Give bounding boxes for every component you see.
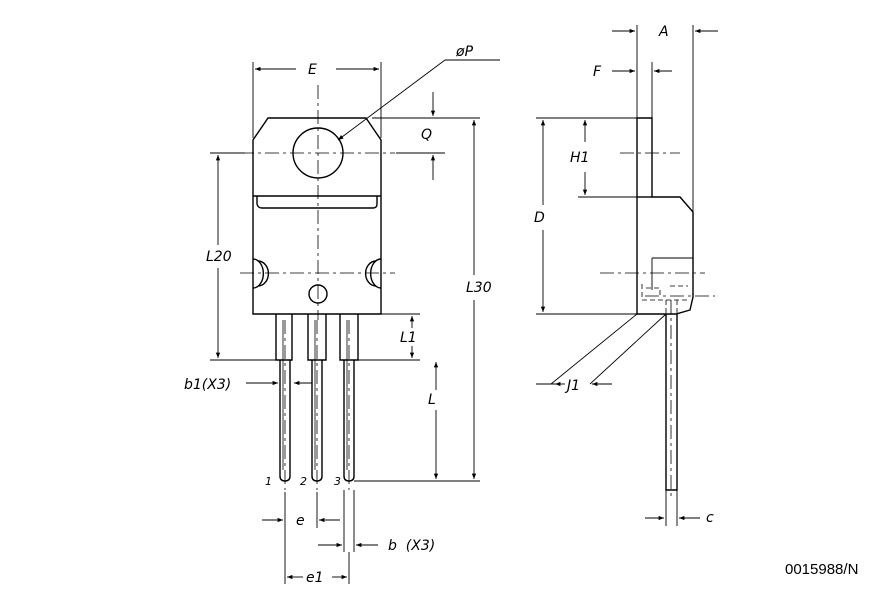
label-L: L (428, 392, 436, 408)
front-dimensions (210, 59, 500, 584)
label-L1: L1 (400, 330, 417, 346)
label-H1: H1 (570, 150, 589, 166)
label-F: F (593, 64, 602, 80)
label-L30: L30 (466, 280, 492, 296)
notch-left (252, 258, 265, 289)
label-A: A (658, 24, 669, 40)
label-e: e (296, 513, 305, 529)
notch-left-inner (257, 260, 270, 287)
side-hidden-lines (641, 284, 690, 314)
pin-label-3: 3 (334, 475, 341, 488)
label-e1: e1 (306, 570, 324, 586)
label-Q: Q (421, 127, 432, 143)
front-centerlines (240, 85, 395, 490)
label-c: c (706, 510, 714, 526)
notch-right-inner (364, 260, 377, 287)
label-L20: L20 (206, 249, 232, 265)
label-phiP: øP (455, 44, 474, 60)
notch-right (369, 258, 382, 289)
side-profile-outline (636, 117, 694, 315)
body-step (256, 196, 378, 209)
drawing-reference-code: 0015988/N (785, 561, 858, 578)
label-b: b (X3) (388, 538, 435, 554)
lead-2-shoulder (307, 314, 327, 361)
side-centerlines (600, 152, 715, 496)
label-J1: J1 (564, 378, 580, 394)
dimension-labels: E øP Q L20 L30 L1 L b1(X3) e b (X3) e1 1… (184, 24, 858, 586)
lead-1-shoulder (275, 314, 293, 361)
lead-3-shoulder (339, 314, 359, 361)
side-lead (665, 314, 678, 491)
side-dimensions (536, 25, 718, 526)
label-b1: b1(X3) (184, 377, 231, 393)
front-view (252, 117, 382, 482)
label-E: E (308, 62, 317, 78)
pin-label-1: 1 (265, 475, 272, 488)
side-view (636, 117, 694, 491)
label-D: D (534, 210, 545, 226)
pin-label-2: 2 (300, 475, 307, 488)
